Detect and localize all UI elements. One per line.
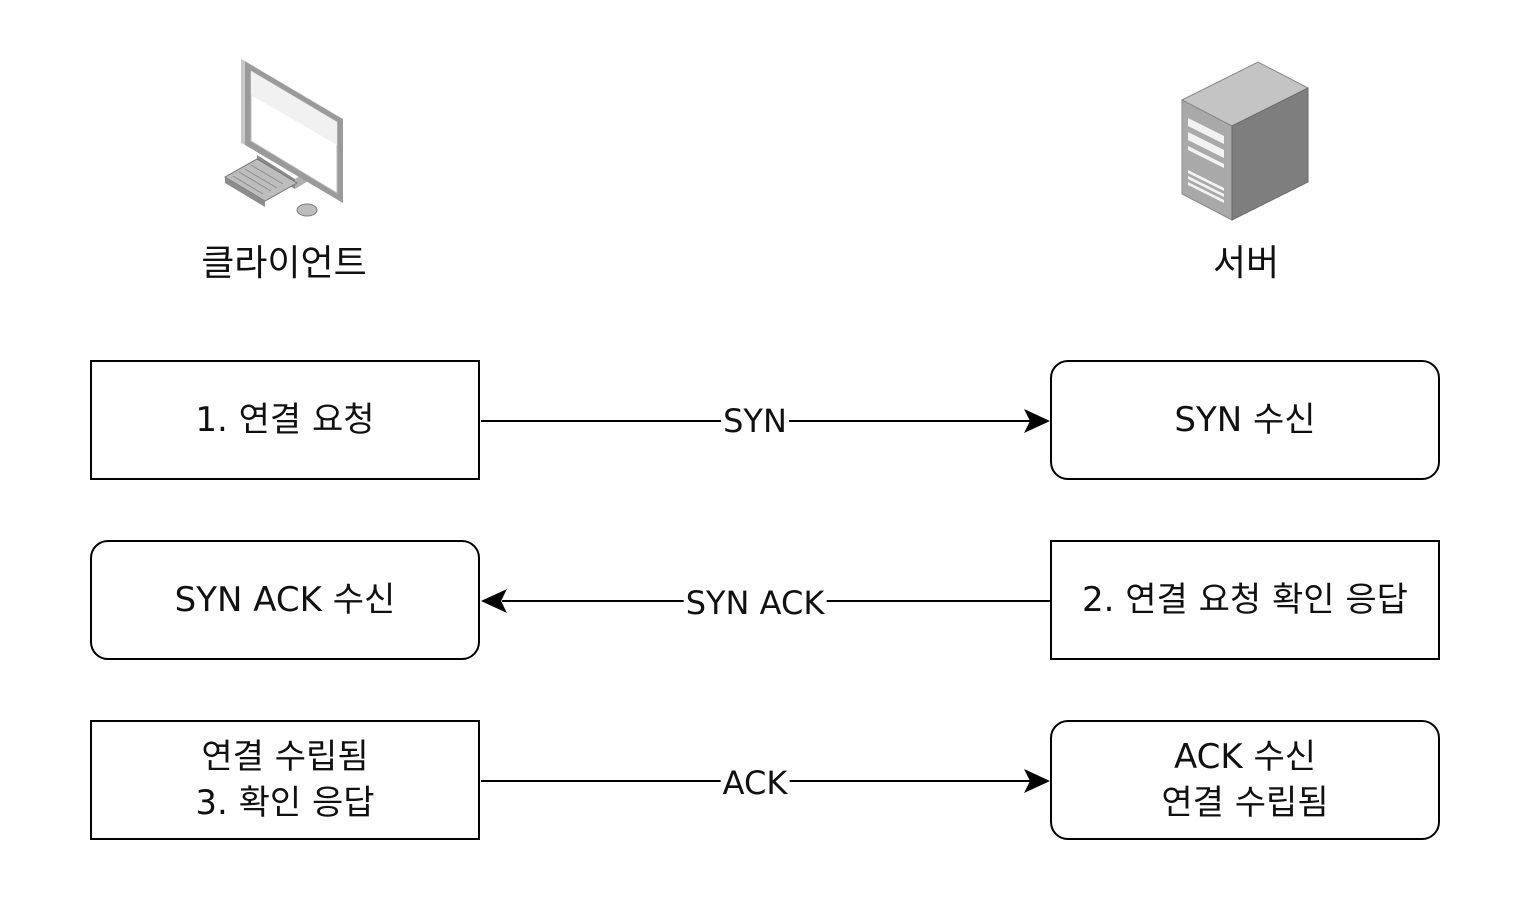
box-text-line: 1. 연결 요청 <box>195 400 375 440</box>
box-text-line: 연결 수립됨 <box>1161 783 1329 823</box>
server-tower-icon <box>1180 61 1310 221</box>
syn-ack-message-label: SYN ACK <box>683 583 827 623</box>
client-step-established-ack: 연결 수립됨 3. 확인 응답 <box>90 720 480 840</box>
box-text-line: 3. 확인 응답 <box>195 783 375 823</box>
server-label: 서버 <box>1212 243 1280 284</box>
desktop-computer-icon <box>224 59 343 217</box>
box-text-line: SYN 수신 <box>1174 400 1316 440</box>
box-text-line: 2. 연결 요청 확인 응답 <box>1082 580 1408 620</box>
box-text-line: 연결 수립됨 <box>201 737 369 777</box>
client-label: 클라이언트 <box>201 243 367 284</box>
client-step-syn-ack-received: SYN ACK 수신 <box>90 540 480 660</box>
syn-arrowhead <box>1024 409 1050 433</box>
syn-message-label: SYN <box>721 401 789 441</box>
ack-message-label: ACK <box>720 763 790 803</box>
ack-arrowhead <box>1024 769 1050 793</box>
server-step-syn-received: SYN 수신 <box>1050 360 1440 480</box>
client-step-connection-request: 1. 연결 요청 <box>90 360 480 480</box>
box-text-line: ACK 수신 <box>1173 737 1317 777</box>
box-text-line: SYN ACK 수신 <box>174 580 396 620</box>
server-step-ack-received: ACK 수신 연결 수립됨 <box>1050 720 1440 840</box>
server-step-connection-ack-response: 2. 연결 요청 확인 응답 <box>1050 540 1440 660</box>
syn-ack-arrowhead <box>481 589 507 613</box>
